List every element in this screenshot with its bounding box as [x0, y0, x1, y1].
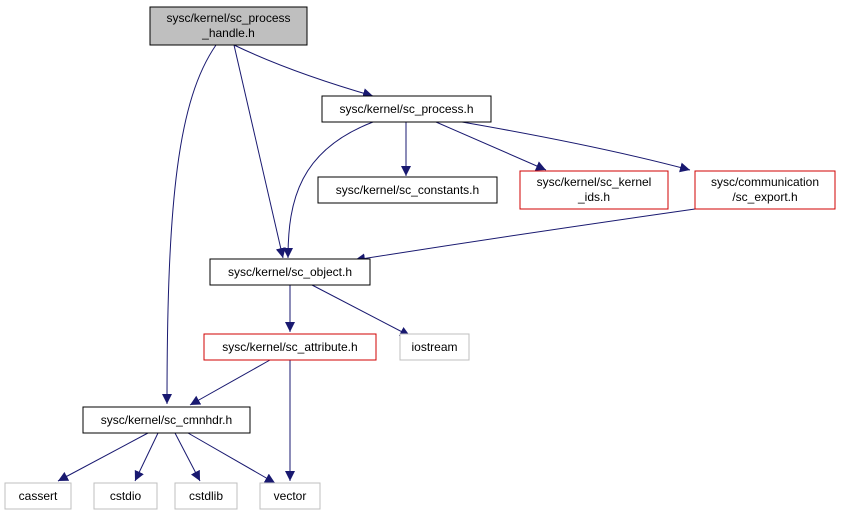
edge-process-to-kernel-ids [435, 121, 547, 171]
node-cstdlib-box [174, 482, 238, 510]
edge-process-handle-to-cmnhdr [162, 44, 217, 405]
node-sc-export-line1: sysc/communication [711, 175, 819, 189]
node-vector[interactable]: vector [259, 482, 321, 510]
node-vector-label: vector [274, 489, 307, 503]
edge-process-to-sc-export [461, 121, 691, 173]
node-cstdlib-label: cstdlib [189, 489, 223, 503]
node-cassert[interactable]: cassert [4, 482, 72, 510]
node-sc-process-handle-line2: _handle.h [201, 26, 255, 40]
node-sc-attribute[interactable]: sysc/kernel/sc_attribute.h [203, 333, 377, 361]
node-sc-attribute-label: sysc/kernel/sc_attribute.h [222, 340, 357, 354]
edge-cmnhdr-to-cstdlib [174, 432, 201, 482]
node-sc-process-handle-line1: sysc/kernel/sc_process [166, 11, 290, 25]
node-sc-export-box [694, 170, 836, 210]
node-sc-constants-box [317, 176, 498, 204]
node-sc-process-handle[interactable]: sysc/kernel/sc_process _handle.h [149, 6, 308, 46]
edge-process-handle-to-sc-object [233, 44, 286, 259]
node-sc-kernel-ids-box [519, 170, 669, 210]
node-cassert-box [4, 482, 72, 510]
node-cstdio-label: cstdio [110, 489, 142, 503]
node-sc-cmnhdr-box [82, 406, 251, 434]
node-sc-object-label: sysc/kernel/sc_object.h [228, 265, 352, 279]
node-iostream[interactable]: iostream [399, 333, 470, 361]
edge-cmnhdr-to-vector [187, 432, 276, 484]
node-sc-process[interactable]: sysc/kernel/sc_process.h [321, 95, 492, 123]
node-cstdlib[interactable]: cstdlib [174, 482, 238, 510]
node-sc-process-box [321, 95, 492, 123]
node-sc-export-line2: /sc_export.h [732, 190, 797, 204]
node-sc-process-label: sysc/kernel/sc_process.h [339, 102, 473, 116]
edge-sc-attribute-to-cmnhdr [189, 359, 271, 406]
node-sc-attribute-box [203, 333, 377, 361]
edge-cmnhdr-to-cassert [57, 432, 149, 482]
node-sc-constants-label: sysc/kernel/sc_constants.h [336, 183, 479, 197]
edge-sc-object-to-iostream [311, 284, 411, 337]
node-vector-box [259, 482, 321, 510]
node-cstdio-box [93, 482, 158, 510]
edge-cmnhdr-to-cstdio [134, 432, 159, 482]
node-sc-kernel-ids-line2: _ids.h [577, 190, 610, 204]
node-sc-process-handle-box [149, 6, 308, 46]
edge-sc-export-to-sc-object [354, 208, 696, 264]
node-iostream-label: iostream [411, 340, 457, 354]
node-sc-object-box [209, 258, 371, 286]
edge-process-to-sc-object [283, 121, 374, 259]
node-sc-cmnhdr[interactable]: sysc/kernel/sc_cmnhdr.h [82, 406, 251, 434]
node-sc-kernel-ids[interactable]: sysc/kernel/sc_kernel _ids.h [519, 170, 669, 210]
node-cstdio[interactable]: cstdio [93, 482, 158, 510]
node-sc-constants[interactable]: sysc/kernel/sc_constants.h [317, 176, 498, 204]
node-sc-object[interactable]: sysc/kernel/sc_object.h [209, 258, 371, 286]
node-sc-kernel-ids-line1: sysc/kernel/sc_kernel [537, 175, 652, 189]
node-iostream-box [399, 333, 470, 361]
node-sc-export[interactable]: sysc/communication /sc_export.h [694, 170, 836, 210]
node-sc-cmnhdr-label: sysc/kernel/sc_cmnhdr.h [101, 413, 232, 427]
node-cassert-label: cassert [19, 489, 58, 503]
edge-process-handle-to-process [233, 44, 374, 99]
